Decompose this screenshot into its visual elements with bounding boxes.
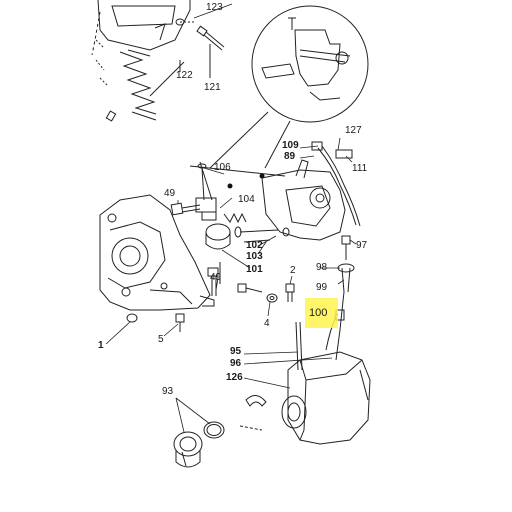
top-housing-fragment bbox=[91, 0, 191, 56]
label-97: 97 bbox=[356, 240, 368, 251]
fuel-cap-93 bbox=[173, 431, 203, 468]
grommet-98 bbox=[337, 263, 355, 293]
label-104: 104 bbox=[238, 194, 255, 205]
detail-inset bbox=[209, 5, 369, 169]
label-111: 111 bbox=[352, 163, 368, 174]
label-121: 121 bbox=[204, 82, 221, 93]
label-49-upper: 49 bbox=[164, 188, 176, 199]
label-126: 126 bbox=[226, 372, 243, 383]
label-89: 89 bbox=[284, 151, 296, 162]
label-101: 101 bbox=[246, 264, 263, 275]
spring-122 bbox=[119, 49, 185, 121]
screw-121 bbox=[196, 25, 225, 78]
label-2: 2 bbox=[290, 265, 296, 276]
label-95: 95 bbox=[230, 346, 242, 357]
marker-dot bbox=[259, 173, 265, 179]
clip-126 bbox=[245, 395, 267, 407]
screw-97 bbox=[341, 235, 351, 260]
bolt-49-upper bbox=[170, 202, 201, 216]
label-93: 93 bbox=[162, 386, 174, 397]
cylinder-101 bbox=[205, 223, 231, 250]
label-49-lower: 49 bbox=[210, 272, 222, 283]
label-109: 109 bbox=[282, 140, 299, 151]
pin-123 bbox=[175, 18, 196, 26]
label-123: 123 bbox=[206, 2, 223, 13]
label-127: 127 bbox=[345, 125, 362, 136]
label-102: 102 bbox=[246, 240, 263, 251]
leader-lines bbox=[105, 3, 357, 433]
label-98: 98 bbox=[316, 262, 328, 273]
screws-102-103 bbox=[234, 226, 290, 243]
crankcase-housing bbox=[99, 194, 215, 311]
label-4: 4 bbox=[264, 318, 270, 329]
label-5: 5 bbox=[158, 334, 164, 345]
plug-1 bbox=[126, 313, 138, 323]
bolt-49-lower bbox=[207, 262, 221, 296]
bolt-2 bbox=[285, 283, 295, 302]
label-122: 122 bbox=[176, 70, 193, 81]
part-5 bbox=[175, 313, 185, 332]
bolt-49-mid bbox=[237, 283, 263, 293]
washer-4 bbox=[266, 293, 278, 303]
marker-dot bbox=[227, 183, 233, 189]
label-1: 1 bbox=[98, 340, 104, 351]
label-103: 103 bbox=[246, 251, 263, 262]
label-96: 96 bbox=[230, 358, 242, 369]
label-106: 106 bbox=[214, 162, 231, 173]
spring-104 bbox=[223, 212, 247, 224]
fuel-line-dashed bbox=[239, 425, 263, 431]
label-99: 99 bbox=[316, 282, 328, 293]
label-100-highlighted: 100 bbox=[309, 307, 328, 319]
fuel-tank bbox=[281, 351, 371, 445]
clamp-106 bbox=[195, 163, 217, 221]
o-ring bbox=[203, 421, 225, 439]
throttle-cable-127 bbox=[311, 141, 361, 227]
highlight-box bbox=[305, 298, 338, 328]
